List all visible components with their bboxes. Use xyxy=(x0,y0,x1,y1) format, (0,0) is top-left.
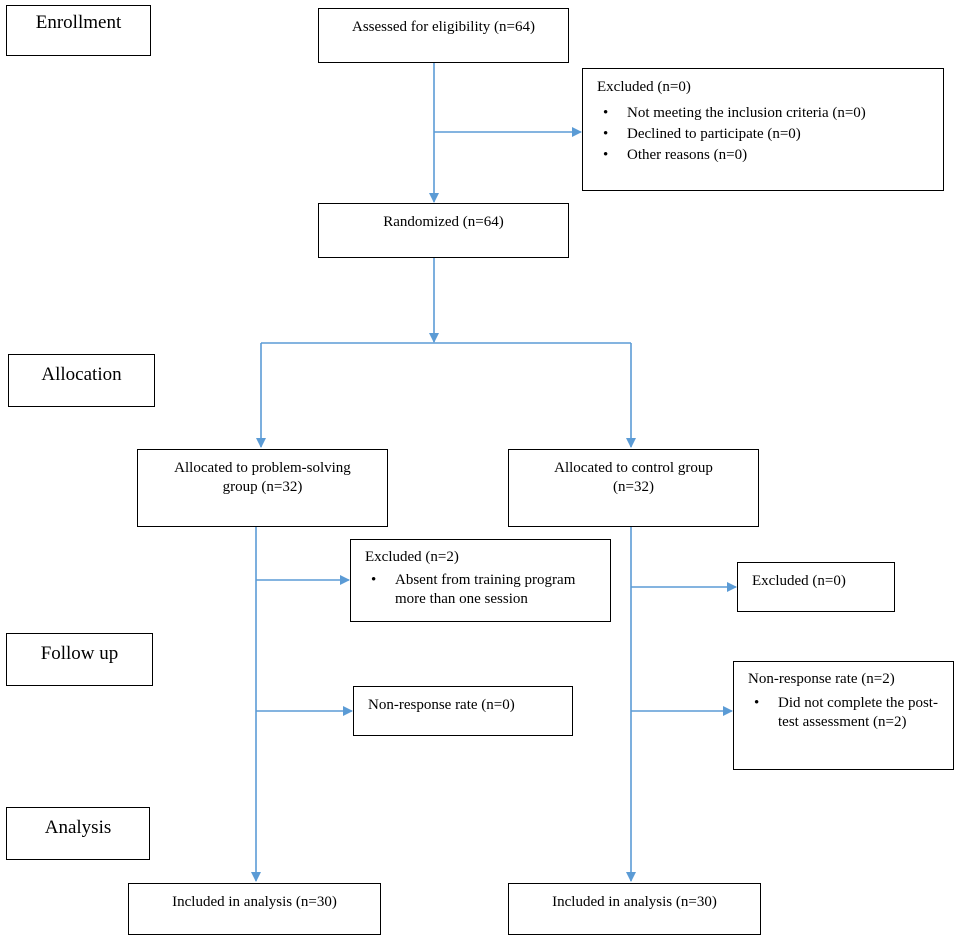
stage-enrollment-text: Enrollment xyxy=(35,12,122,33)
excluded-reason-item: Other reasons (n=0) xyxy=(593,146,933,165)
excluded-ps-reason: Absent from training program more than o… xyxy=(361,571,602,609)
assessed-text: Assessed for eligibility (n=64) xyxy=(351,19,536,35)
randomized-text: Randomized (n=64) xyxy=(383,214,504,230)
assessed-box: Assessed for eligibility (n=64) xyxy=(318,8,569,63)
stage-allocation-text: Allocation xyxy=(41,364,122,385)
allocated-problem-solving-box: Allocated to problem-solving group (n=32… xyxy=(137,449,388,527)
excluded-ps-title: Excluded (n=2) xyxy=(365,549,459,565)
excluded-reason-item: Not meeting the inclusion criteria (n=0) xyxy=(593,104,933,123)
allocated-control-line1: Allocated to control group xyxy=(554,460,713,476)
excluded-ps-box: Excluded (n=2) Absent from training prog… xyxy=(350,539,611,622)
allocated-ps-line2: group (n=32) xyxy=(222,479,303,495)
excluded-control-text: Excluded (n=0) xyxy=(752,573,846,589)
included-analysis-ps-text: Included in analysis (n=30) xyxy=(172,894,337,910)
included-analysis-control-box: Included in analysis (n=30) xyxy=(508,883,761,935)
nonresponse-control-title: Non-response rate (n=2) xyxy=(748,671,895,687)
allocated-control-line2: (n=32) xyxy=(613,479,654,495)
nonresponse-control-reason: Did not complete the post-test assessmen… xyxy=(744,694,945,732)
stage-follow-up-text: Follow up xyxy=(40,643,119,664)
nonresponse-ps-text: Non-response rate (n=0) xyxy=(368,697,515,713)
excluded-enrollment-title: Excluded (n=0) xyxy=(597,79,691,95)
excluded-enrollment-box: Excluded (n=0) Not meeting the inclusion… xyxy=(582,68,944,191)
excluded-control-box: Excluded (n=0) xyxy=(737,562,895,612)
nonresponse-ps-box: Non-response rate (n=0) xyxy=(353,686,573,736)
included-analysis-ps-box: Included in analysis (n=30) xyxy=(128,883,381,935)
stage-label-enrollment: Enrollment xyxy=(6,5,151,56)
excluded-reason-item: Declined to participate (n=0) xyxy=(593,125,933,144)
included-analysis-control-text: Included in analysis (n=30) xyxy=(552,894,717,910)
stage-label-follow-up: Follow up xyxy=(6,633,153,686)
stage-label-analysis: Analysis xyxy=(6,807,150,860)
stage-label-allocation: Allocation xyxy=(8,354,155,407)
allocated-ps-line1: Allocated to problem-solving xyxy=(174,460,351,476)
randomized-box: Randomized (n=64) xyxy=(318,203,569,258)
stage-analysis-text: Analysis xyxy=(44,817,112,838)
allocated-control-box: Allocated to control group (n=32) xyxy=(508,449,759,527)
nonresponse-control-box: Non-response rate (n=2) Did not complete… xyxy=(733,661,954,770)
